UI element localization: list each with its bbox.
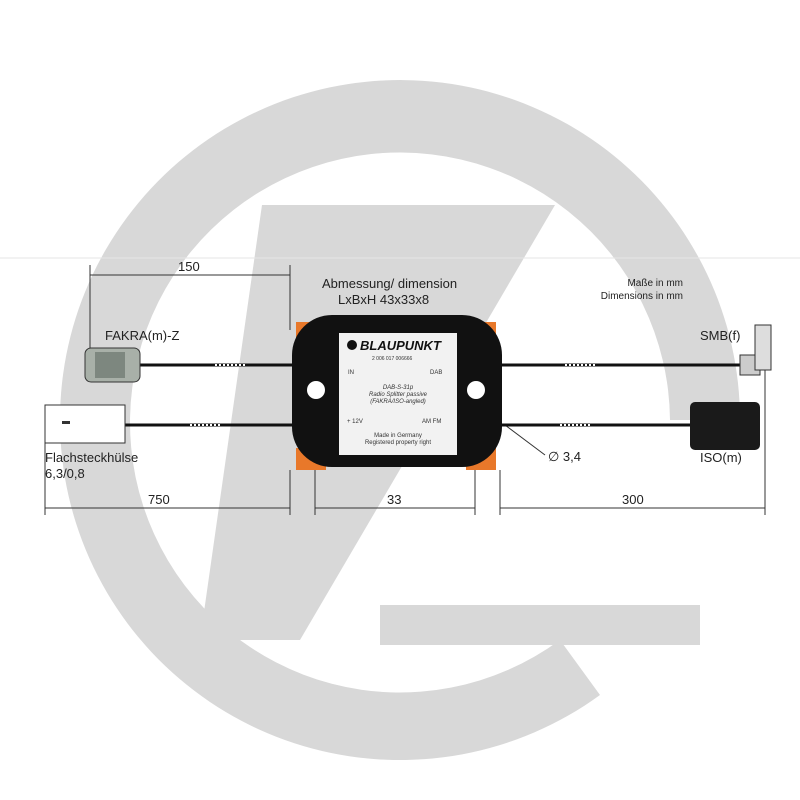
desc2: (FAKRA/ISO-angled) xyxy=(370,399,426,405)
port-dab: DAB xyxy=(430,370,443,376)
dim-750: 750 xyxy=(148,492,170,507)
registered: Registered property right xyxy=(364,440,432,446)
model: DAB-S-31p xyxy=(382,385,414,391)
dim-150: 150 xyxy=(178,259,200,274)
splitter-device xyxy=(292,315,502,470)
dimension-title: Abmessung/ dimension xyxy=(322,276,458,291)
iso-label: ISO(m) xyxy=(700,450,742,465)
dim-33: 33 xyxy=(387,492,402,507)
brand-label: BLAUPUNKT xyxy=(360,338,441,353)
hole-diameter: ∅ 3,4 xyxy=(548,449,582,464)
made-in: Made in Germany xyxy=(374,433,422,439)
port-in: IN xyxy=(348,370,354,376)
desc1: Radio Splitter passive xyxy=(368,392,428,398)
smb-connector xyxy=(739,324,772,376)
port-power: + 12V xyxy=(347,419,363,425)
dim-300: 300 xyxy=(622,492,644,507)
part-number: 2 006 017 006666 xyxy=(372,356,413,362)
units-de: Maße in mm xyxy=(627,278,683,289)
fakra-label: FAKRA(m)-Z xyxy=(105,328,180,343)
units-en: Dimensions in mm xyxy=(600,291,683,302)
flat-connector xyxy=(44,404,126,444)
iso-connector xyxy=(690,402,760,450)
flach-label: Flachsteckhülse xyxy=(45,450,139,465)
port-amfm: AM FM xyxy=(422,419,442,425)
fakra-connector xyxy=(84,347,141,383)
dimension-size: LxBxH 43x33x8 xyxy=(338,292,430,307)
flach-size: 6,3/0,8 xyxy=(45,466,85,481)
smb-label: SMB(f) xyxy=(700,328,741,343)
